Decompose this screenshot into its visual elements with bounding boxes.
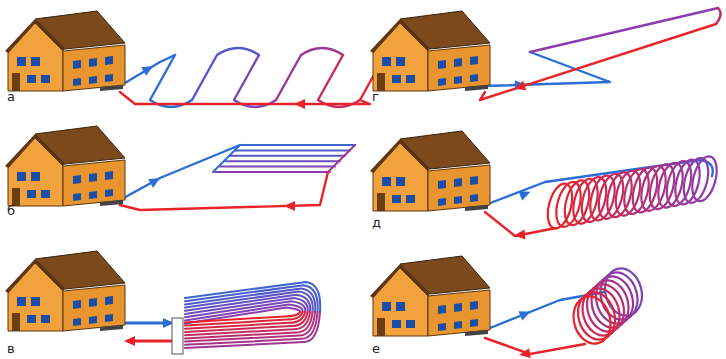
pipe — [480, 24, 716, 100]
pipe — [220, 166, 335, 168]
panel-letter: в — [7, 342, 15, 356]
flow-arrow — [148, 174, 163, 188]
pipe — [234, 55, 276, 107]
pipe — [215, 171, 330, 173]
panel-letter: а — [7, 90, 15, 104]
flow-arrow — [284, 201, 295, 211]
pipe — [530, 8, 718, 52]
pipe — [240, 144, 355, 146]
borehole — [172, 318, 183, 354]
pipe — [185, 312, 310, 335]
panel-letter: д — [372, 216, 381, 230]
pipe — [235, 149, 350, 151]
panel-letter: г — [372, 90, 379, 104]
pipe — [230, 155, 345, 157]
pipe — [185, 312, 313, 338]
pipe — [150, 55, 192, 107]
pipe — [716, 8, 721, 24]
pipe-coil — [688, 154, 721, 204]
house — [370, 256, 490, 336]
house — [370, 11, 490, 91]
panel-letter: б — [7, 204, 15, 218]
flow-arrow — [141, 62, 156, 76]
pipe-coil — [568, 292, 615, 348]
flow-arrow — [513, 81, 527, 94]
pipe — [120, 172, 328, 210]
house — [5, 126, 125, 206]
pipe — [225, 160, 340, 162]
flow-arrow — [518, 348, 531, 359]
flow-arrow — [294, 99, 305, 109]
house — [5, 251, 125, 331]
flow-arrow — [124, 336, 135, 346]
pipe — [185, 312, 300, 322]
house — [370, 131, 490, 211]
flow-arrow — [518, 307, 532, 320]
house — [5, 11, 125, 91]
pipe — [185, 308, 300, 324]
pipe — [485, 52, 610, 86]
pipe — [485, 338, 585, 354]
pipe — [318, 55, 360, 107]
pipe — [120, 92, 370, 104]
pipe — [328, 145, 355, 172]
flow-arrow — [514, 230, 526, 241]
pipe-loops — [120, 8, 721, 359]
pipe — [213, 145, 240, 172]
panel-letter: е — [372, 342, 380, 356]
flow-arrow — [518, 187, 532, 200]
